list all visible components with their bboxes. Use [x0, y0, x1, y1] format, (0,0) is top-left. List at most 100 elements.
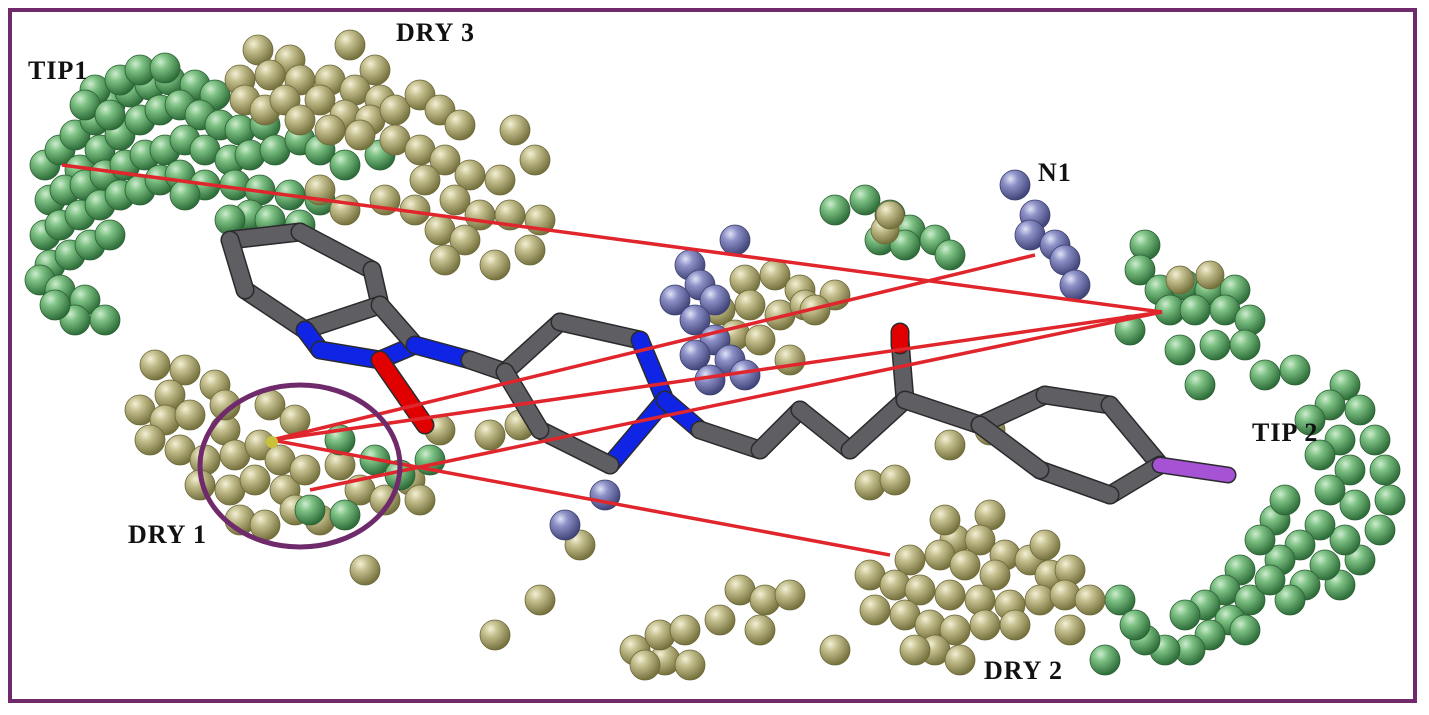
label-tip1: TIP1: [28, 56, 89, 85]
tip-sphere: [1304, 509, 1336, 541]
dry-sphere: [964, 524, 996, 556]
dry-sphere: [944, 644, 976, 676]
bond: [840, 390, 915, 460]
bond: [1151, 456, 1237, 484]
distance-line: [271, 438, 891, 557]
bond-core: [1102, 457, 1168, 503]
tip-sphere: [39, 289, 71, 321]
tip-sphere: [1369, 454, 1401, 486]
bond-core: [407, 337, 478, 368]
bond: [220, 222, 310, 250]
dry-sphere: [934, 429, 966, 461]
bond: [405, 335, 480, 370]
dry-sphere: [344, 119, 376, 151]
bond: [235, 280, 315, 340]
tip-sphere: [1374, 484, 1406, 516]
dry-sphere: [774, 344, 806, 376]
bond-core: [552, 314, 648, 348]
dry-sphere: [519, 144, 551, 176]
bond-core: [972, 417, 1048, 478]
bond-core: [222, 224, 308, 248]
tip-sphere: [1244, 524, 1276, 556]
dry-sphere: [499, 114, 531, 146]
bond: [495, 312, 570, 382]
dry-sphere: [904, 574, 936, 606]
tip-sphere: [1124, 254, 1156, 286]
dry-sphere: [139, 349, 171, 381]
bond: [600, 390, 675, 475]
dry-sphere: [174, 399, 206, 431]
dry-sphere: [704, 604, 736, 636]
dry-sphere: [514, 234, 546, 266]
dry-sphere: [242, 34, 274, 66]
tip-sphere: [94, 99, 126, 131]
tip-sphere: [329, 149, 361, 181]
ligand-molecule: [220, 222, 1237, 505]
tip-sphere: [1274, 584, 1306, 616]
bond-core: [1037, 387, 1118, 413]
tip-sphere: [329, 499, 361, 531]
bond: [295, 295, 390, 340]
dry-sphere: [899, 634, 931, 666]
tip-sphere: [819, 194, 851, 226]
dry-sphere: [239, 464, 271, 496]
bond-core: [692, 422, 768, 458]
dry-sphere: [774, 579, 806, 611]
dry-sphere: [454, 159, 486, 191]
tip-sphere: [89, 304, 121, 336]
tip-sphere: [1089, 644, 1121, 676]
tip-sphere: [1234, 584, 1266, 616]
tip-sphere: [1164, 334, 1196, 366]
bond: [970, 385, 1055, 435]
dry-sphere: [744, 324, 776, 356]
dry-sphere: [999, 609, 1031, 641]
dry-sphere: [1165, 265, 1195, 295]
dry-sphere: [334, 29, 366, 61]
bond-core: [842, 392, 913, 458]
dry-sphere: [949, 549, 981, 581]
tip-sphere: [1249, 359, 1281, 391]
bond: [290, 222, 382, 280]
label-tip2: TIP 2: [1252, 418, 1319, 447]
dry-sphere: [409, 164, 441, 196]
n-sphere: [679, 339, 711, 371]
bond-core: [972, 387, 1053, 433]
bond-core: [1153, 458, 1235, 482]
tip-sphere: [934, 239, 966, 271]
tip-sphere: [1339, 489, 1371, 521]
dry-sphere: [484, 164, 516, 196]
bond: [220, 230, 255, 300]
label-dry2: DRY 2: [984, 656, 1063, 685]
dry-sphere: [429, 144, 461, 176]
n-sphere: [659, 284, 691, 316]
tip-sphere: [1269, 484, 1301, 516]
label-n1: N1: [1038, 158, 1072, 187]
tip-sphere: [1329, 524, 1361, 556]
tip-sphere: [1254, 564, 1286, 596]
bond-core: [372, 352, 433, 433]
tip-sphere: [1314, 474, 1346, 506]
bond: [1035, 385, 1120, 415]
bond: [970, 415, 1050, 480]
label-dry3: DRY 3: [396, 18, 475, 47]
tip-sphere: [94, 219, 126, 251]
bond-core: [312, 342, 388, 368]
tip-sphere: [1309, 549, 1341, 581]
n-sphere: [719, 224, 751, 256]
tip-sphere: [849, 184, 881, 216]
dry-sphere: [444, 109, 476, 141]
tip-sphere: [1364, 514, 1396, 546]
bond-core: [532, 422, 618, 473]
dry-sphere: [304, 84, 336, 116]
dry-sphere: [134, 424, 166, 456]
dry-sphere: [439, 184, 471, 216]
dry-sphere: [284, 104, 316, 136]
dry-sphere: [674, 649, 706, 681]
dry-sphere: [1029, 529, 1061, 561]
dry-sphere: [879, 464, 911, 496]
n-sphere: [549, 509, 581, 541]
bond: [550, 312, 650, 350]
distance-lines: [61, 163, 1163, 557]
tip-sphere: [1179, 294, 1211, 326]
dry-sphere: [474, 419, 506, 451]
